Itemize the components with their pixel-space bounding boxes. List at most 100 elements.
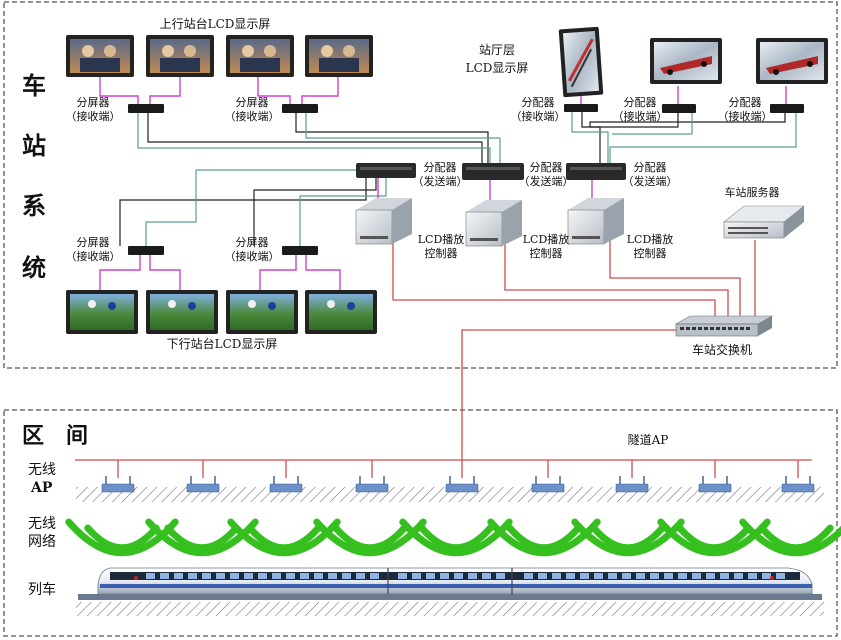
train-window: [678, 573, 687, 579]
station-server: [723, 205, 805, 239]
train-window: [566, 573, 575, 579]
green-links: [137, 112, 797, 246]
upper-lcd-screen: [226, 35, 294, 77]
splitter-receiver-label: 分屏器: [76, 96, 110, 109]
train-window: [300, 573, 309, 579]
distributor-sender-label-sub: （发送端）: [518, 175, 574, 188]
wifi-arc: [506, 524, 582, 552]
train-window: [468, 573, 477, 579]
splitter-receiver-label-sub: （接收端）: [224, 250, 280, 263]
upper-platform-label: 上行站台LCD显示屏: [159, 17, 271, 31]
wifi-arc: [332, 524, 408, 552]
distributor-receiver-device: [662, 104, 696, 113]
train-window: [440, 573, 449, 579]
station-section-title-3: 系: [22, 191, 46, 220]
splitter-receiver-label: 分屏器: [76, 236, 110, 249]
train-window: [230, 573, 239, 579]
distributor-receiver-label-sub: （接收端）: [717, 110, 773, 123]
train-window: [622, 573, 631, 579]
wireless-ap-device: [445, 476, 479, 493]
distributor-receiver-label-sub: （接收端）: [612, 110, 668, 123]
wireless-ap-device: [615, 476, 649, 493]
train-window: [482, 573, 491, 579]
splitter-receiver-label: 分屏器: [235, 236, 269, 249]
train-window: [314, 573, 323, 579]
train-window: [538, 573, 547, 579]
train-window: [328, 573, 337, 579]
train-window: [370, 573, 379, 579]
tunnel-ap-line: [75, 459, 812, 478]
lcd-player-label-sub: 控制器: [529, 247, 563, 260]
splitter-receiver-label-sub: （接收端）: [224, 110, 280, 123]
train: [78, 567, 822, 600]
train-window: [426, 573, 435, 579]
receiver-devices-lower: [128, 246, 318, 255]
lcd-player-label: LCD播放: [417, 233, 465, 246]
train-window: [398, 573, 407, 579]
station-section-title-1: 车: [22, 71, 46, 100]
distributor-receiver-label-sub: （接收端）: [510, 110, 566, 123]
lcd-player-controller: [465, 200, 522, 247]
wifi-arc: [590, 524, 666, 552]
splitter-receiver-device: [128, 104, 164, 113]
train-window: [594, 573, 603, 579]
train-window: [636, 573, 645, 579]
wireless-ap-device: [781, 476, 815, 493]
track-bed-hatch: [76, 602, 824, 616]
train-window: [734, 573, 743, 579]
train-windows: [146, 573, 785, 579]
train-window: [258, 573, 267, 579]
lower-lcd-screen: [66, 290, 138, 334]
hall-lcd-vertical: [558, 26, 604, 98]
hall-lcd-screen: [756, 38, 828, 84]
distributor-receiver-label: 分配器: [728, 96, 762, 109]
hall-lcd-group: [558, 26, 828, 98]
hall-lcd-screen: [650, 38, 722, 84]
upper-lcd-screen: [305, 35, 373, 77]
distributor-receiver-label: 分配器: [521, 96, 555, 109]
lcd-player-label: LCD播放: [626, 233, 674, 246]
lower-platform-label: 下行站台LCD显示屏: [166, 337, 278, 351]
lcd-player-controller: [567, 198, 624, 245]
train-window: [356, 573, 365, 579]
distributor-sender-label-sub: （发送端）: [622, 175, 678, 188]
splitter-receiver-device: [282, 104, 318, 113]
splitter-receiver-device: [282, 246, 318, 255]
lower-lcd-screen: [226, 290, 298, 334]
switch-label: 车站交换机: [691, 343, 753, 357]
red-network-links: [392, 238, 756, 460]
splitter-receiver-label: 分屏器: [235, 96, 269, 109]
train-window: [286, 573, 295, 579]
train-window: [692, 573, 701, 579]
train-window: [496, 573, 505, 579]
train-window: [706, 573, 715, 579]
wifi-arc: [84, 524, 160, 552]
wireless-ap-device: [531, 476, 565, 493]
wifi-arc: [418, 524, 494, 552]
wifi-arc: [164, 524, 240, 552]
train-window: [244, 573, 253, 579]
receiver-devices-upper: [128, 104, 804, 113]
lcd-player-label-sub: 控制器: [633, 247, 667, 260]
wireless-ap-label: 无线: [28, 462, 56, 478]
train-window: [524, 573, 533, 579]
magenta-cables: [99, 77, 787, 290]
lcd-player-label: LCD播放: [522, 233, 570, 246]
wireless-coverage: [65, 518, 841, 557]
sender-distributors: [356, 163, 626, 180]
upper-platform-lcd-group: [66, 35, 373, 77]
station-section-title-2: 站: [22, 131, 46, 160]
upper-lcd-screen: [146, 35, 214, 77]
station-section-title-4: 统: [22, 253, 46, 282]
train-window: [748, 573, 757, 579]
distributor-sender-label: 分配器: [423, 161, 457, 174]
wireless-ap-device: [186, 476, 220, 493]
wireless-ap-device: [698, 476, 732, 493]
distributor-sender-device: [566, 163, 626, 180]
train-window: [188, 573, 197, 579]
lower-platform-lcd-group: [66, 290, 377, 334]
train-window: [580, 573, 589, 579]
player-controllers: [355, 198, 624, 247]
splitter-receiver-label-sub: （接收端）: [65, 110, 121, 123]
